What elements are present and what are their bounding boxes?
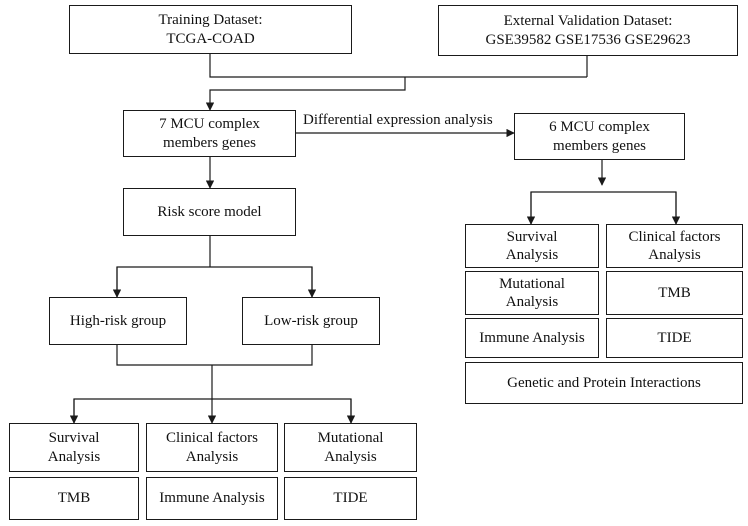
node-text-line: GSE39582 GSE17536 GSE29623 (485, 31, 691, 48)
connector-merge-to-mcu7 (205, 77, 406, 111)
node-l-immune: Immune Analysis (146, 477, 278, 520)
node-risk: Risk score model (123, 188, 296, 236)
node-text-line: Mutational (499, 275, 565, 292)
node-text-line: Genetic and Protein Interactions (507, 374, 701, 391)
node-text-line: External Validation Dataset: (503, 13, 673, 30)
node-l-tide: TIDE (284, 477, 417, 520)
edge-label-differential: Differential expression analysis (301, 112, 495, 129)
node-text-line: Training Dataset: (158, 12, 263, 29)
node-text-line: members genes (553, 137, 646, 154)
node-text-line: Analysis (505, 247, 559, 263)
node-text-line: 6 MCU complex (549, 119, 650, 136)
node-low-risk: Low-risk group (242, 297, 380, 345)
node-training: Training Dataset:TCGA-COAD (69, 5, 352, 54)
node-text-line: 7 MCU complex (159, 116, 260, 133)
node-text-line: High-risk group (69, 312, 167, 329)
node-text-line: Immune Analysis (479, 329, 585, 346)
node-text-line: TIDE (657, 329, 692, 346)
node-text-line: Clinical factors (628, 228, 721, 245)
connector-risk-split (116, 236, 313, 297)
node-text-line: Immune Analysis (159, 490, 265, 507)
node-text-line: Analysis (505, 294, 559, 310)
node-l-tmb: TMB (9, 477, 139, 520)
connector-training-merge (209, 54, 587, 78)
node-text-line: Risk score model (157, 203, 262, 220)
node-text-line: Analysis (648, 247, 701, 263)
node-text-line: Survival (506, 228, 558, 245)
node-high-risk: High-risk group (49, 297, 187, 345)
connector-mcu6-split (530, 191, 677, 224)
node-text-line: Analysis (324, 448, 377, 465)
node-text-line: TMB (57, 490, 91, 507)
node-text-line: TCGA-COAD (166, 30, 255, 47)
node-text-line: TIDE (333, 490, 368, 507)
node-text-line: TMB (658, 284, 691, 301)
node-r-tide: TIDE (606, 318, 743, 358)
node-r-genetic: Genetic and Protein Interactions (465, 362, 743, 404)
node-text-line: members genes (163, 134, 256, 151)
node-text-line: Mutational (317, 430, 384, 447)
node-r-immune: Immune Analysis (465, 318, 599, 358)
node-text-line: Analysis (47, 448, 101, 465)
node-text-line: Survival (48, 430, 100, 447)
node-text-line: Low-risk group (264, 312, 358, 329)
node-text-line: Analysis (185, 448, 239, 465)
node-text-line: Clinical factors (165, 430, 259, 447)
node-external: External Validation Dataset:GSE39582 GSE… (438, 5, 738, 56)
connector-groups-merge (116, 345, 313, 366)
node-r-tmb: TMB (606, 271, 743, 315)
